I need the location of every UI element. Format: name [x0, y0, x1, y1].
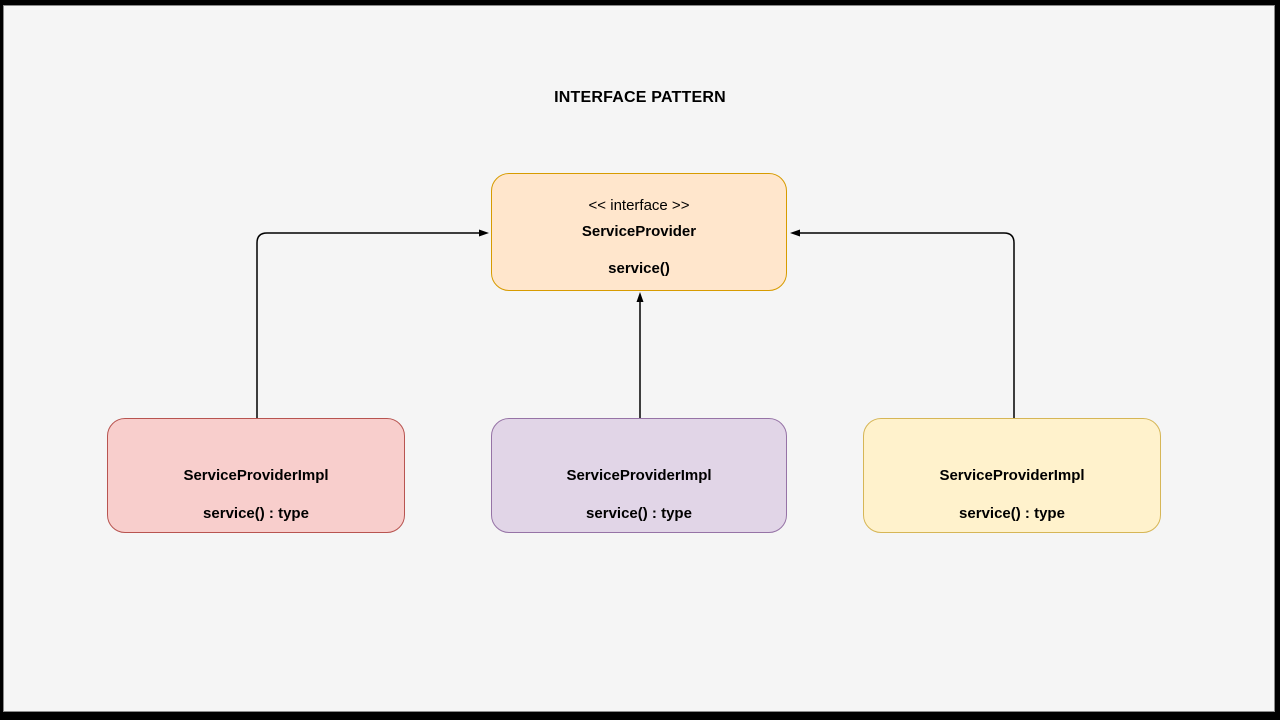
diagram-title: INTERFACE PATTERN	[554, 89, 726, 106]
diagram-canvas	[3, 5, 1275, 712]
impl-node-center: ServiceProviderImpl service() : type	[491, 418, 787, 533]
impl-name-label: ServiceProviderImpl	[183, 467, 329, 484]
interface-method-label: service()	[608, 260, 670, 277]
impl-method-label: service() : type	[959, 505, 1065, 522]
impl-node-right: ServiceProviderImpl service() : type	[863, 418, 1161, 533]
interface-name-label: ServiceProvider	[581, 223, 697, 240]
impl-method-label: service() : type	[586, 505, 692, 522]
impl-name-label: ServiceProviderImpl	[939, 467, 1085, 484]
impl-method-label: service() : type	[203, 505, 309, 522]
impl-node-left: ServiceProviderImpl service() : type	[107, 418, 405, 533]
interface-node: << interface >> ServiceProvider service(…	[491, 173, 787, 291]
interface-stereotype-label: << interface >>	[588, 197, 690, 214]
impl-name-label: ServiceProviderImpl	[566, 467, 712, 484]
